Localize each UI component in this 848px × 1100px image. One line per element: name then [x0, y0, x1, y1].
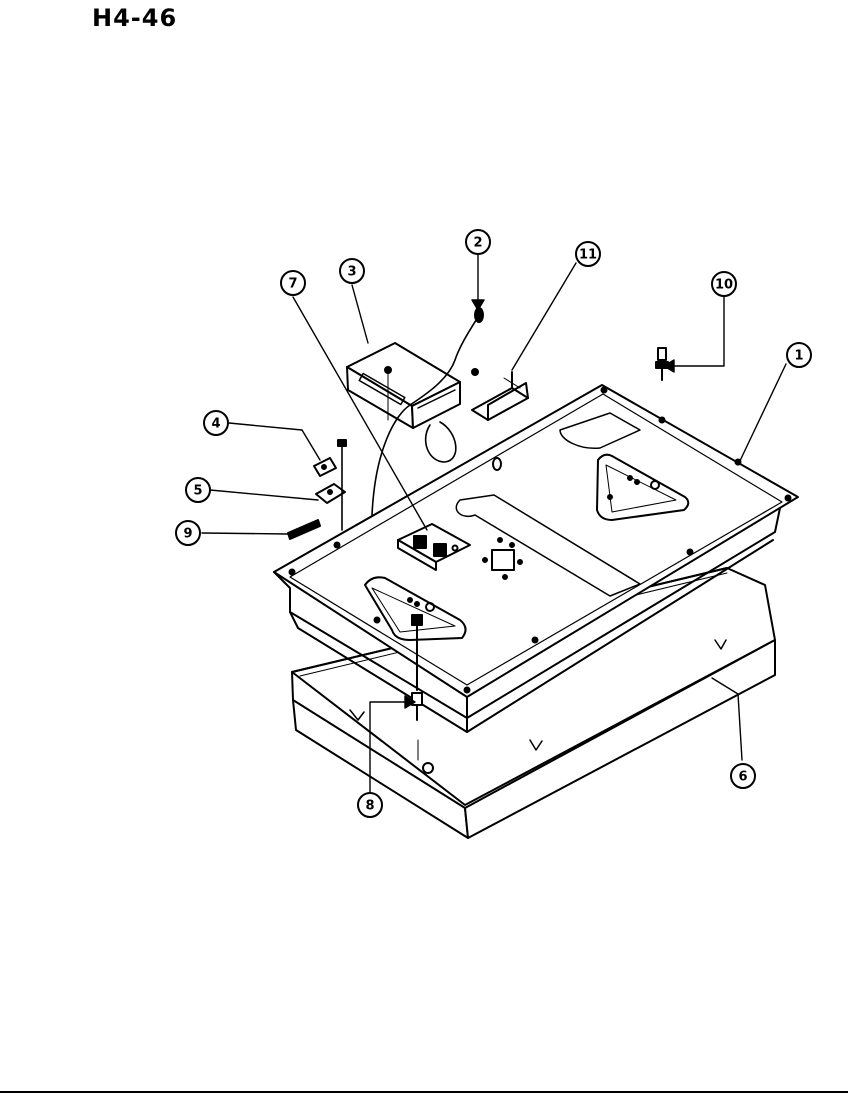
bottom-rule: [0, 1091, 848, 1093]
wire-cord: [371, 307, 484, 516]
leader-lines: [201, 254, 787, 793]
junction-box: [346, 342, 461, 429]
cooktop-top-pan: [273, 384, 799, 733]
bracket: [471, 371, 529, 421]
callout-label-7: 7: [288, 277, 297, 292]
callout-label-5: 5: [193, 484, 202, 499]
callout-label-6: 6: [738, 770, 747, 785]
callout-label-4: 4: [211, 417, 220, 432]
bottom-tray: [291, 567, 776, 839]
callout-label-2: 2: [473, 236, 482, 251]
callout-label-9: 9: [183, 527, 192, 542]
callout-label-1: 1: [794, 349, 803, 364]
spring-clip: [287, 519, 321, 540]
control-switch: [397, 523, 471, 571]
callout-label-10: 10: [715, 278, 733, 293]
callout-label-11: 11: [579, 248, 597, 263]
switch-bracket: [313, 439, 347, 531]
callout-circles: [175, 229, 812, 818]
page-code: H4-46: [92, 4, 178, 32]
callout-label-8: 8: [365, 799, 374, 814]
callout-label-3: 3: [347, 265, 356, 280]
